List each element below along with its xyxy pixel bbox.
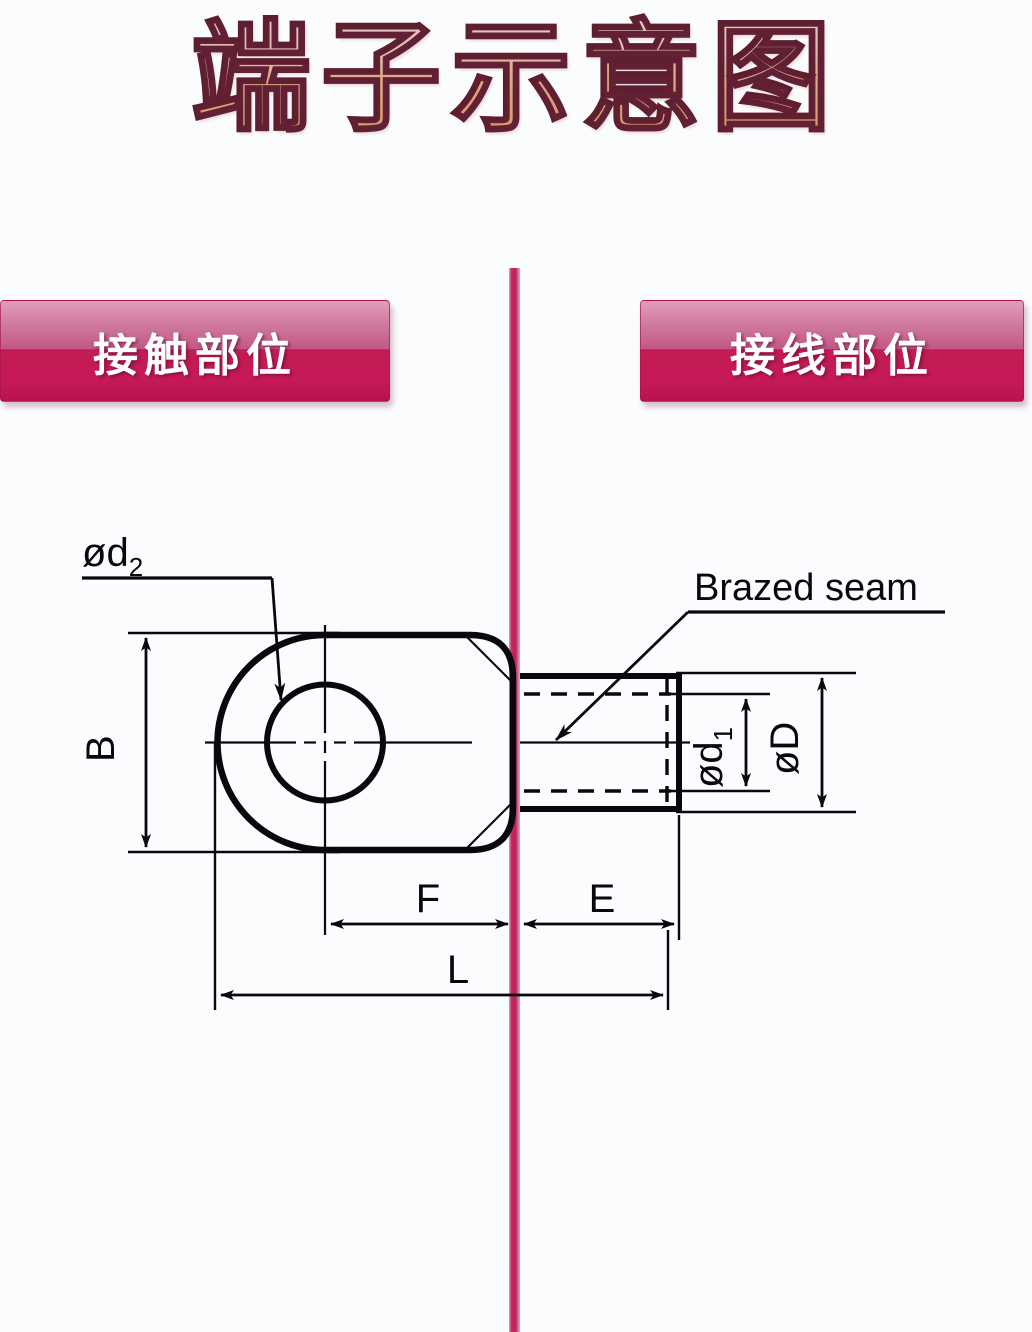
dimension-B: B <box>79 631 340 854</box>
callout-d2-label: ød2 <box>82 531 143 582</box>
banner-contact-area-label: 接触部位 <box>92 330 297 381</box>
callout-brazed-seam: Brazed seam <box>555 567 945 742</box>
dimension-F-label: F <box>416 877 440 921</box>
lug-body-outline <box>214 631 517 854</box>
dimension-D-label: øD <box>763 722 807 775</box>
dimension-L-label: L <box>447 948 469 992</box>
dimension-E-label: E <box>589 877 616 921</box>
banner-wiring-area-label: 接线部位 <box>729 330 934 381</box>
page-title: 端子示意图 <box>0 8 1032 148</box>
dimension-d1-label: ød1 <box>687 727 738 788</box>
dimension-D: øD <box>676 671 856 814</box>
banner-contact-area: 接触部位 <box>0 300 390 402</box>
dimension-L: L <box>213 742 670 1010</box>
dimension-F: F <box>330 877 509 929</box>
title-area: 端子示意图 <box>0 0 1032 175</box>
dimension-E: E <box>523 815 681 940</box>
callout-d2: ød2 <box>82 531 286 701</box>
centre-lines <box>205 625 472 935</box>
banner-wiring-area: 接线部位 <box>640 300 1024 402</box>
callout-brazed-seam-label: Brazed seam <box>694 567 918 609</box>
dimension-d1: ød1 <box>664 692 770 793</box>
dimension-B-label: B <box>79 735 123 762</box>
lug-chamfer-lines <box>465 635 515 850</box>
